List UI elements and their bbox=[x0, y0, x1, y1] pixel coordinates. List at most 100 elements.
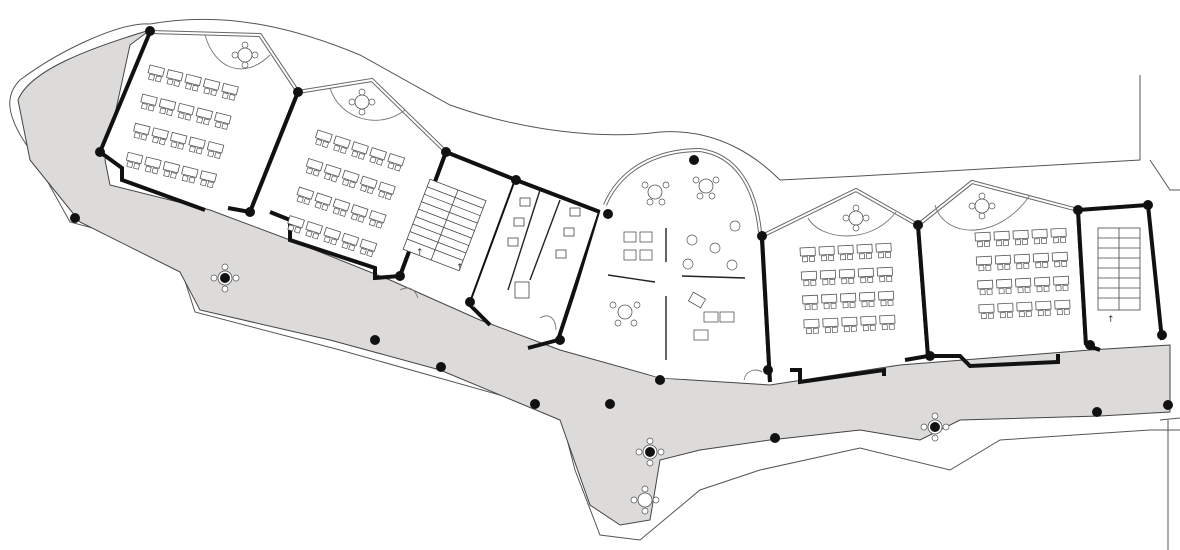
chair bbox=[866, 252, 873, 259]
chair bbox=[879, 276, 886, 283]
desk bbox=[323, 226, 342, 241]
chair bbox=[999, 312, 1006, 319]
lounge-furniture bbox=[609, 176, 741, 341]
desk bbox=[369, 147, 387, 161]
desk bbox=[841, 316, 858, 327]
chair bbox=[978, 265, 985, 272]
desk bbox=[800, 270, 818, 281]
desk bbox=[387, 152, 406, 167]
desk bbox=[315, 129, 333, 143]
chair bbox=[339, 209, 347, 217]
chair bbox=[312, 232, 320, 240]
chair bbox=[1023, 262, 1030, 269]
desk bbox=[351, 141, 369, 155]
chair bbox=[173, 80, 181, 87]
chair bbox=[296, 195, 304, 203]
chair bbox=[1018, 311, 1025, 318]
chair bbox=[181, 174, 189, 182]
desk bbox=[996, 278, 1013, 289]
chair bbox=[339, 146, 348, 154]
chair bbox=[977, 241, 984, 248]
chair bbox=[305, 167, 314, 175]
chair bbox=[880, 300, 887, 307]
desk bbox=[1032, 252, 1049, 263]
chair bbox=[980, 313, 987, 320]
desk bbox=[857, 267, 874, 278]
classroom-3 bbox=[760, 187, 930, 385]
lounge bbox=[560, 147, 772, 383]
desk bbox=[879, 314, 896, 325]
chair bbox=[810, 279, 817, 286]
chair bbox=[158, 138, 166, 146]
desk bbox=[368, 210, 387, 224]
desk bbox=[1015, 277, 1032, 288]
stair-1-label: ↑ bbox=[456, 263, 464, 273]
chair bbox=[394, 164, 402, 172]
desk bbox=[184, 73, 202, 87]
chair bbox=[177, 142, 185, 150]
chair bbox=[1017, 287, 1024, 294]
site-outline bbox=[9, 18, 1180, 550]
desk bbox=[860, 315, 877, 326]
chair bbox=[228, 93, 236, 101]
desk bbox=[125, 151, 144, 165]
chair bbox=[148, 73, 156, 81]
chair bbox=[979, 289, 986, 296]
desk bbox=[1034, 276, 1051, 287]
chair bbox=[166, 78, 174, 86]
chair bbox=[985, 264, 992, 271]
chair bbox=[351, 150, 359, 158]
chair bbox=[195, 147, 203, 155]
chair bbox=[368, 219, 377, 227]
chair bbox=[884, 251, 891, 258]
chair bbox=[191, 84, 199, 92]
desk bbox=[818, 245, 835, 256]
chair bbox=[369, 156, 377, 164]
chair bbox=[997, 264, 1004, 271]
chair bbox=[868, 300, 875, 307]
desk bbox=[158, 98, 177, 111]
chair bbox=[828, 254, 835, 261]
chair bbox=[185, 82, 192, 90]
chair bbox=[188, 145, 196, 153]
desk bbox=[993, 230, 1010, 241]
chair bbox=[1044, 309, 1051, 316]
chair bbox=[321, 203, 329, 212]
chair bbox=[323, 173, 332, 181]
chair bbox=[330, 175, 338, 183]
chair bbox=[1054, 261, 1061, 268]
chair bbox=[1062, 284, 1069, 291]
chair bbox=[163, 170, 171, 178]
chair bbox=[804, 304, 811, 311]
desk bbox=[169, 131, 188, 145]
chair bbox=[886, 275, 893, 282]
chair bbox=[830, 302, 837, 309]
stairs-2 bbox=[1097, 227, 1141, 311]
chair bbox=[848, 277, 855, 284]
chair bbox=[1024, 286, 1031, 293]
desk bbox=[195, 107, 214, 120]
chair bbox=[860, 277, 867, 284]
desk bbox=[341, 169, 360, 184]
toilet-stalls bbox=[507, 197, 581, 299]
classroom-4 bbox=[904, 179, 1088, 369]
classroom-1-desks bbox=[125, 64, 239, 189]
chair bbox=[387, 162, 395, 170]
chair bbox=[359, 247, 367, 255]
desk bbox=[1012, 229, 1029, 240]
desk bbox=[305, 220, 324, 235]
desk bbox=[840, 292, 857, 303]
chair bbox=[154, 75, 162, 83]
desk bbox=[199, 170, 218, 183]
chair bbox=[140, 102, 148, 110]
desk bbox=[1050, 227, 1067, 238]
desk bbox=[359, 238, 378, 252]
chair bbox=[805, 328, 812, 335]
chair bbox=[1061, 260, 1068, 267]
chair bbox=[350, 213, 358, 221]
classroom-3-table-cluster bbox=[842, 204, 870, 232]
desk bbox=[133, 122, 151, 136]
chair bbox=[323, 236, 331, 244]
desk bbox=[341, 232, 360, 246]
